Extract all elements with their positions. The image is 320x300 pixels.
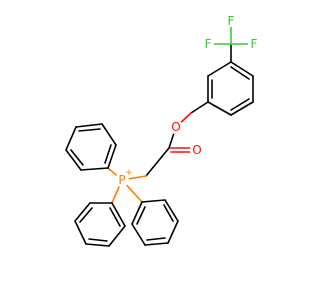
trifluoromethyl-group: [212, 22, 250, 63]
trifluoromethylphenyl-ring: [207, 61, 254, 116]
ester-linkage: [145, 101, 209, 177]
atom-label-p: P +: [115, 168, 133, 187]
atom-label-o-carbonyl: O: [190, 143, 204, 157]
atom-label: F: [251, 37, 258, 51]
phenyl-ring-lower-left: [74, 179, 126, 247]
atom-label: O: [192, 143, 201, 157]
atom-label-o-ester: O: [169, 120, 183, 134]
atom-label: F: [205, 37, 212, 51]
atom-label-f-right: F: [248, 37, 260, 51]
atom-label-f-top: F: [225, 14, 237, 28]
phenyl-ring-upper-left: [65, 123, 123, 181]
atom-charge: +: [125, 168, 133, 178]
phenyl-ring-lower-right: [121, 179, 179, 246]
atom-label: P: [118, 173, 125, 187]
atom-label-f-left: F: [202, 37, 214, 51]
atom-label: O: [171, 120, 180, 134]
atom-label: F: [228, 14, 235, 28]
molecule-structure-drawing: F F F O O P +: [65, 14, 260, 247]
